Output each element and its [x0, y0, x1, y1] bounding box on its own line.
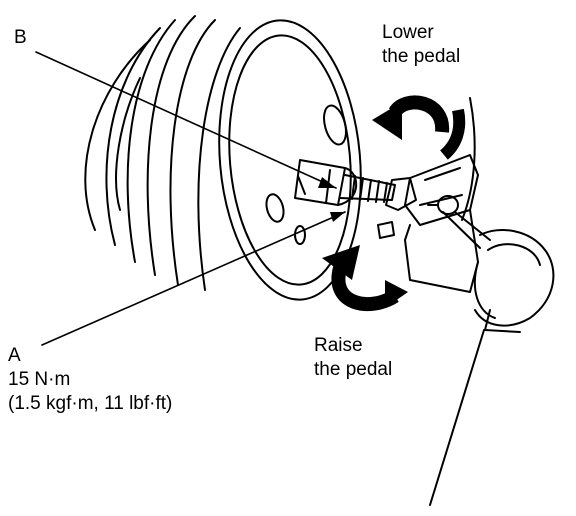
leader-line-a — [41, 211, 346, 346]
booster-housing — [84, 15, 362, 301]
lower-rotation-arrow — [372, 95, 466, 160]
pedal-rod — [429, 97, 485, 506]
arrowhead-a — [330, 212, 345, 222]
label-b: B — [14, 27, 27, 48]
label-a: A — [8, 345, 21, 366]
arrowhead-b — [318, 177, 336, 188]
torque-spec-nm: 15 N·m — [8, 369, 71, 390]
label-lower-the-pedal-line2: the pedal — [382, 46, 461, 67]
label-lower-the-pedal-line1: Lower — [382, 22, 434, 43]
raise-rotation-arrow — [322, 245, 408, 311]
label-raise-the-pedal-line1: Raise — [314, 335, 363, 356]
label-raise-the-pedal-line2: the pedal — [314, 359, 393, 380]
torque-spec-alternate-units: (1.5 kgf·m, 11 lbf·ft) — [8, 393, 173, 414]
leader-line-b — [35, 51, 337, 189]
pushrod-assembly — [294, 154, 555, 333]
